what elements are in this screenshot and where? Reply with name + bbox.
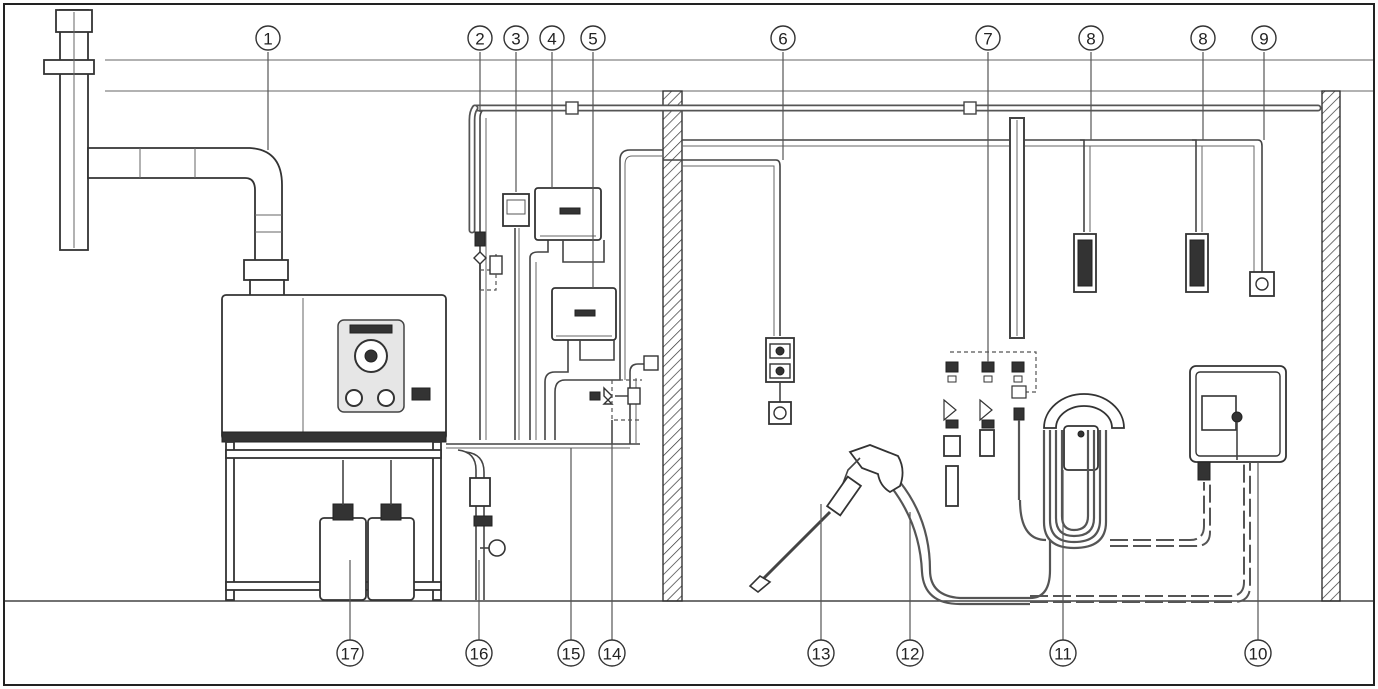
svg-text:7: 7 [983,30,992,49]
svg-text:10: 10 [1249,645,1268,664]
socket-outlet [663,159,795,425]
callout-2: 2 [467,25,493,51]
svg-text:4: 4 [547,30,556,49]
callout-9: 9 [1251,25,1277,51]
callout-11: 11 [1049,639,1077,667]
dashed-route-lower [1030,462,1245,597]
callout-1: 1 [255,25,281,51]
valve-assembly [473,231,503,291]
stand-with-canisters [225,441,442,601]
svg-text:16: 16 [470,645,489,664]
chimney [43,9,95,251]
supply-line-right [682,139,1263,272]
svg-text:1: 1 [263,30,272,49]
heater-unit [221,294,447,443]
drain-connection [457,449,506,600]
callout-5: 5 [580,25,606,51]
water-connection [589,355,659,444]
manifold-bar-b [1185,139,1209,293]
hose-reel-box [1189,365,1287,481]
hose-holder [1018,393,1125,550]
manifold-bar-a [1073,139,1097,293]
callout-10: 10 [1244,639,1272,667]
svg-text:8: 8 [1086,30,1095,49]
callout-6: 6 [770,25,796,51]
callout-7: 7 [975,25,1001,51]
wall-right [1321,90,1341,602]
callout-4: 4 [539,25,565,51]
svg-text:15: 15 [562,645,581,664]
spray-gun [748,444,1052,606]
svg-text:5: 5 [588,30,597,49]
callout-3: 3 [503,25,529,51]
svg-text:11: 11 [1054,645,1072,664]
callout-15: 15 [557,639,585,667]
svg-text:12: 12 [901,645,920,664]
riser-pipe-4 [529,240,549,440]
svg-text:14: 14 [603,645,622,664]
callout-14: 14 [598,639,626,667]
callout-8a: 8 [1078,25,1104,51]
svg-text:8: 8 [1198,30,1207,49]
wall-middle [662,90,683,602]
callout-12: 12 [896,639,924,667]
svg-text:2: 2 [475,30,484,49]
svg-text:17: 17 [341,645,360,664]
coupling-set [943,117,1037,507]
callout-13: 13 [807,639,835,667]
callout-17: 17 [336,639,364,667]
svg-text:13: 13 [812,645,831,664]
riser-pipe-5 [544,340,569,440]
control-box-5 [551,287,617,361]
flue-pipe [87,147,289,297]
callout-8b: 8 [1190,25,1216,51]
dashed-route-upper [1110,482,1205,541]
svg-text:6: 6 [778,30,787,49]
svg-text:9: 9 [1259,30,1268,49]
svg-text:3: 3 [511,30,520,49]
wall-outlet [1249,271,1275,297]
callout-16: 16 [465,639,493,667]
diagram-frame [3,3,1375,686]
control-box-4 [534,187,605,263]
